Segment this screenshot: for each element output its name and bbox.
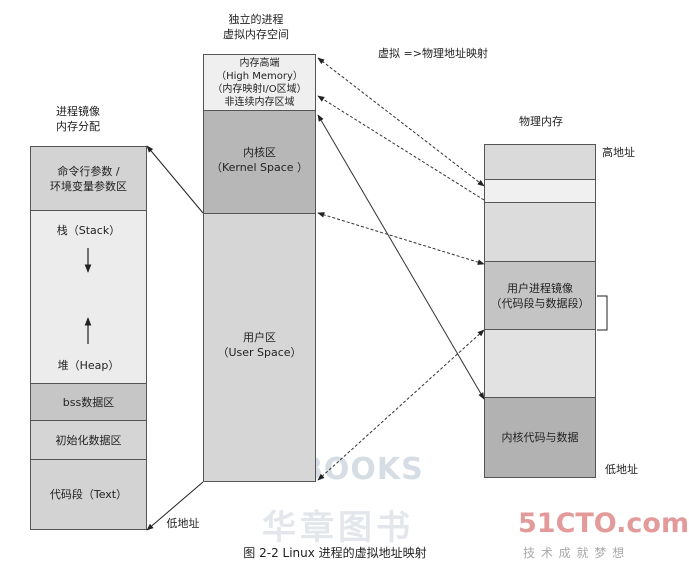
user-space-sublabel: （User Space） [217, 346, 302, 359]
map-phys-to-high-memory [317, 95, 485, 201]
user-space-region: 用户区 （User Space） [203, 213, 316, 482]
user-space-label: 用户区 [243, 331, 276, 344]
phys-user-image-line2: （代码段与数据段） [490, 296, 590, 310]
stack-label: 栈（Stack） [56, 224, 121, 237]
phys-kernel-region: 内核代码与数据 [484, 397, 596, 478]
phys-block-top [484, 144, 596, 180]
figure-caption: 图 2-2 Linux 进程的虚拟地址映射 [243, 546, 427, 560]
process-title-line1: 进程镜像 [56, 105, 100, 118]
site-slogan: 技 术 成 就 梦 想 [523, 546, 626, 560]
cmdline-line1: 命令行参数 / [57, 164, 120, 178]
virtual-space-title: 独立的进程 虚拟内存空间 [196, 12, 316, 42]
high-memory-line3: （内存映射I/O区域） [212, 83, 307, 95]
kernel-space-region: 内核区 （Kernel Space ） [203, 110, 316, 214]
kernel-space-sublabel: （Kernel Space ） [210, 161, 309, 174]
cmdline-env-region: 命令行参数 / 环境变量参数区 [30, 146, 147, 211]
connector-layer [84, 57, 608, 531]
phys-high-address-label: 高地址 [602, 146, 635, 159]
heap-label: 堆（Heap） [57, 359, 120, 372]
publisher-watermark: 华章图书 [262, 508, 414, 548]
kernel-space-label: 内核区 [243, 146, 276, 159]
process-bottom-link [146, 481, 204, 531]
process-top-link [146, 145, 204, 214]
text-region: 代码段（Text） [30, 459, 147, 530]
virtual-title-line2: 虚拟内存空间 [223, 28, 289, 41]
phys-low-address-label: 低地址 [605, 463, 638, 476]
physical-memory-title: 物理内存 [519, 115, 563, 128]
phys-block-lower [484, 329, 596, 398]
phys-block-thin [484, 179, 596, 203]
mapping-title: 虚拟 =>物理地址映射 [378, 47, 488, 60]
phys-user-image-line1: 用户进程镜像 [507, 281, 573, 295]
virtual-title-line1: 独立的进程 [228, 13, 284, 26]
map-user-space-to-phys-image [317, 212, 485, 265]
map-user-space-bottom-to-phys [317, 329, 485, 481]
high-memory-line4: 非连续内存区域 [224, 96, 295, 108]
bss-region: bss数据区 [30, 383, 147, 421]
cmdline-line2: 环境变量参数区 [50, 179, 127, 193]
data-region: 初始化数据区 [30, 420, 147, 460]
user-image-bracket [597, 295, 608, 331]
site-logo: 51CTO.com [518, 508, 689, 539]
high-memory-line2: （High Memory） [216, 70, 303, 82]
map-high-memory-to-phys [317, 57, 485, 187]
map-kernel-to-phys [317, 114, 485, 400]
high-memory-line1: 内存高端 [239, 57, 280, 69]
process-low-address-label: 低地址 [166, 517, 200, 530]
stack-heap-region: 栈（Stack） 堆（Heap） [30, 210, 147, 384]
process-title-line2: 内存分配 [56, 120, 100, 133]
process-image-title: 进程镜像 内存分配 [38, 104, 118, 134]
phys-user-image-region: 用户进程镜像 （代码段与数据段） [484, 261, 596, 330]
phys-block-upper [484, 202, 596, 262]
